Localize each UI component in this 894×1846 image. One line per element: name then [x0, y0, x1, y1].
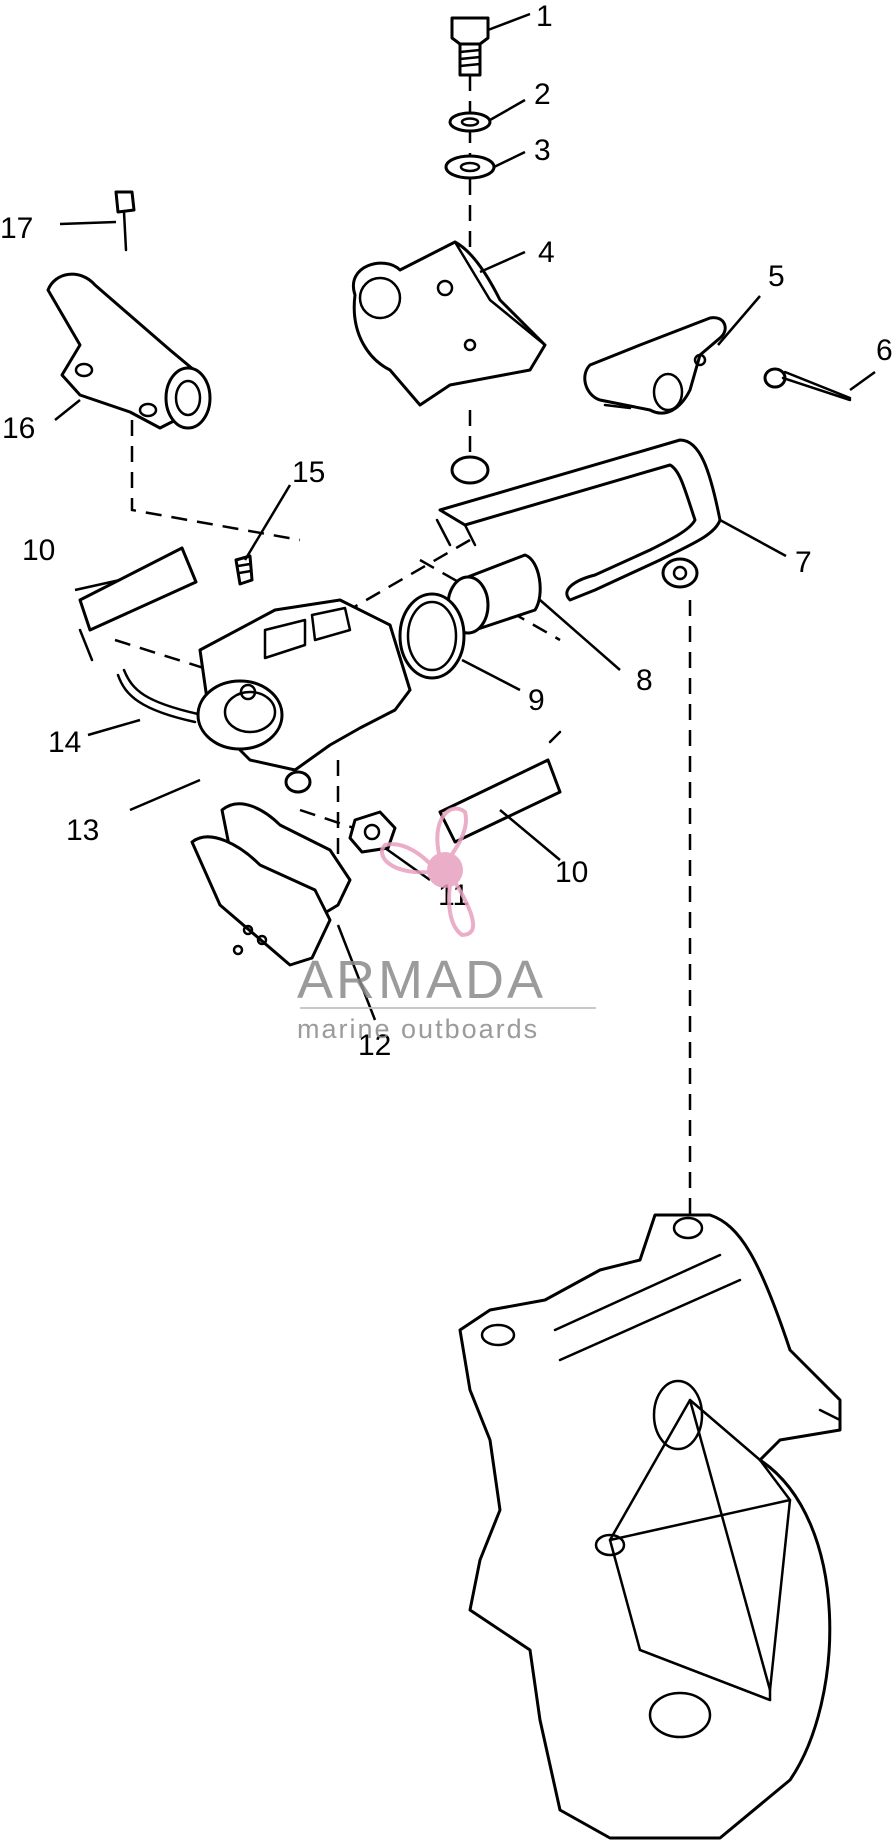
callout-2: 2 — [534, 78, 551, 111]
part-shim-lower — [438, 730, 562, 844]
callout-leaders — [54, 12, 876, 1021]
callout-9: 9 — [528, 684, 545, 717]
callout-15: 15 — [292, 456, 325, 489]
callout-3: 3 — [534, 134, 551, 167]
part-arm — [583, 316, 727, 415]
part-flat-washer — [444, 154, 496, 180]
callout-7: 7 — [795, 546, 812, 579]
callout-17: 17 — [0, 212, 33, 245]
propeller-logo-icon — [380, 806, 476, 938]
part-drive-housing — [458, 1213, 842, 1840]
part-bolt — [450, 16, 490, 77]
part-caliper-body — [196, 598, 412, 794]
watermark-brand: ARMADA — [297, 950, 546, 1010]
part-bleed-tube — [116, 668, 200, 724]
part-nut — [348, 810, 397, 854]
callout-14: 14 — [48, 726, 81, 759]
part-pin — [763, 367, 852, 402]
part-lock-washer — [448, 111, 492, 133]
part-frame — [435, 438, 722, 602]
callout-6: 6 — [876, 334, 893, 367]
callout-numbers: 1 2 3 4 5 6 7 8 9 10 10 11 12 13 14 15 1… — [0, 0, 893, 1062]
watermark: ARMADA marine outboards — [297, 806, 596, 1044]
callout-5: 5 — [768, 260, 785, 293]
callout-10-lower: 10 — [555, 856, 588, 889]
part-shim-upper — [78, 546, 198, 662]
watermark-tagline: marine outboards — [297, 1014, 539, 1044]
callout-12: 12 — [358, 1029, 391, 1062]
callout-16: 16 — [2, 412, 35, 445]
callout-10-upper: 10 — [22, 534, 55, 567]
callout-4: 4 — [538, 236, 555, 269]
callout-13: 13 — [66, 814, 99, 847]
part-elbow-fitting — [46, 272, 212, 430]
part-o-ring — [398, 592, 466, 680]
callout-8: 8 — [636, 664, 653, 697]
part-brake-pads — [190, 802, 352, 967]
callout-1: 1 — [536, 0, 553, 33]
part-bracket-plate — [351, 240, 547, 407]
part-bleed-screw — [234, 554, 254, 586]
part-screw — [114, 190, 136, 252]
